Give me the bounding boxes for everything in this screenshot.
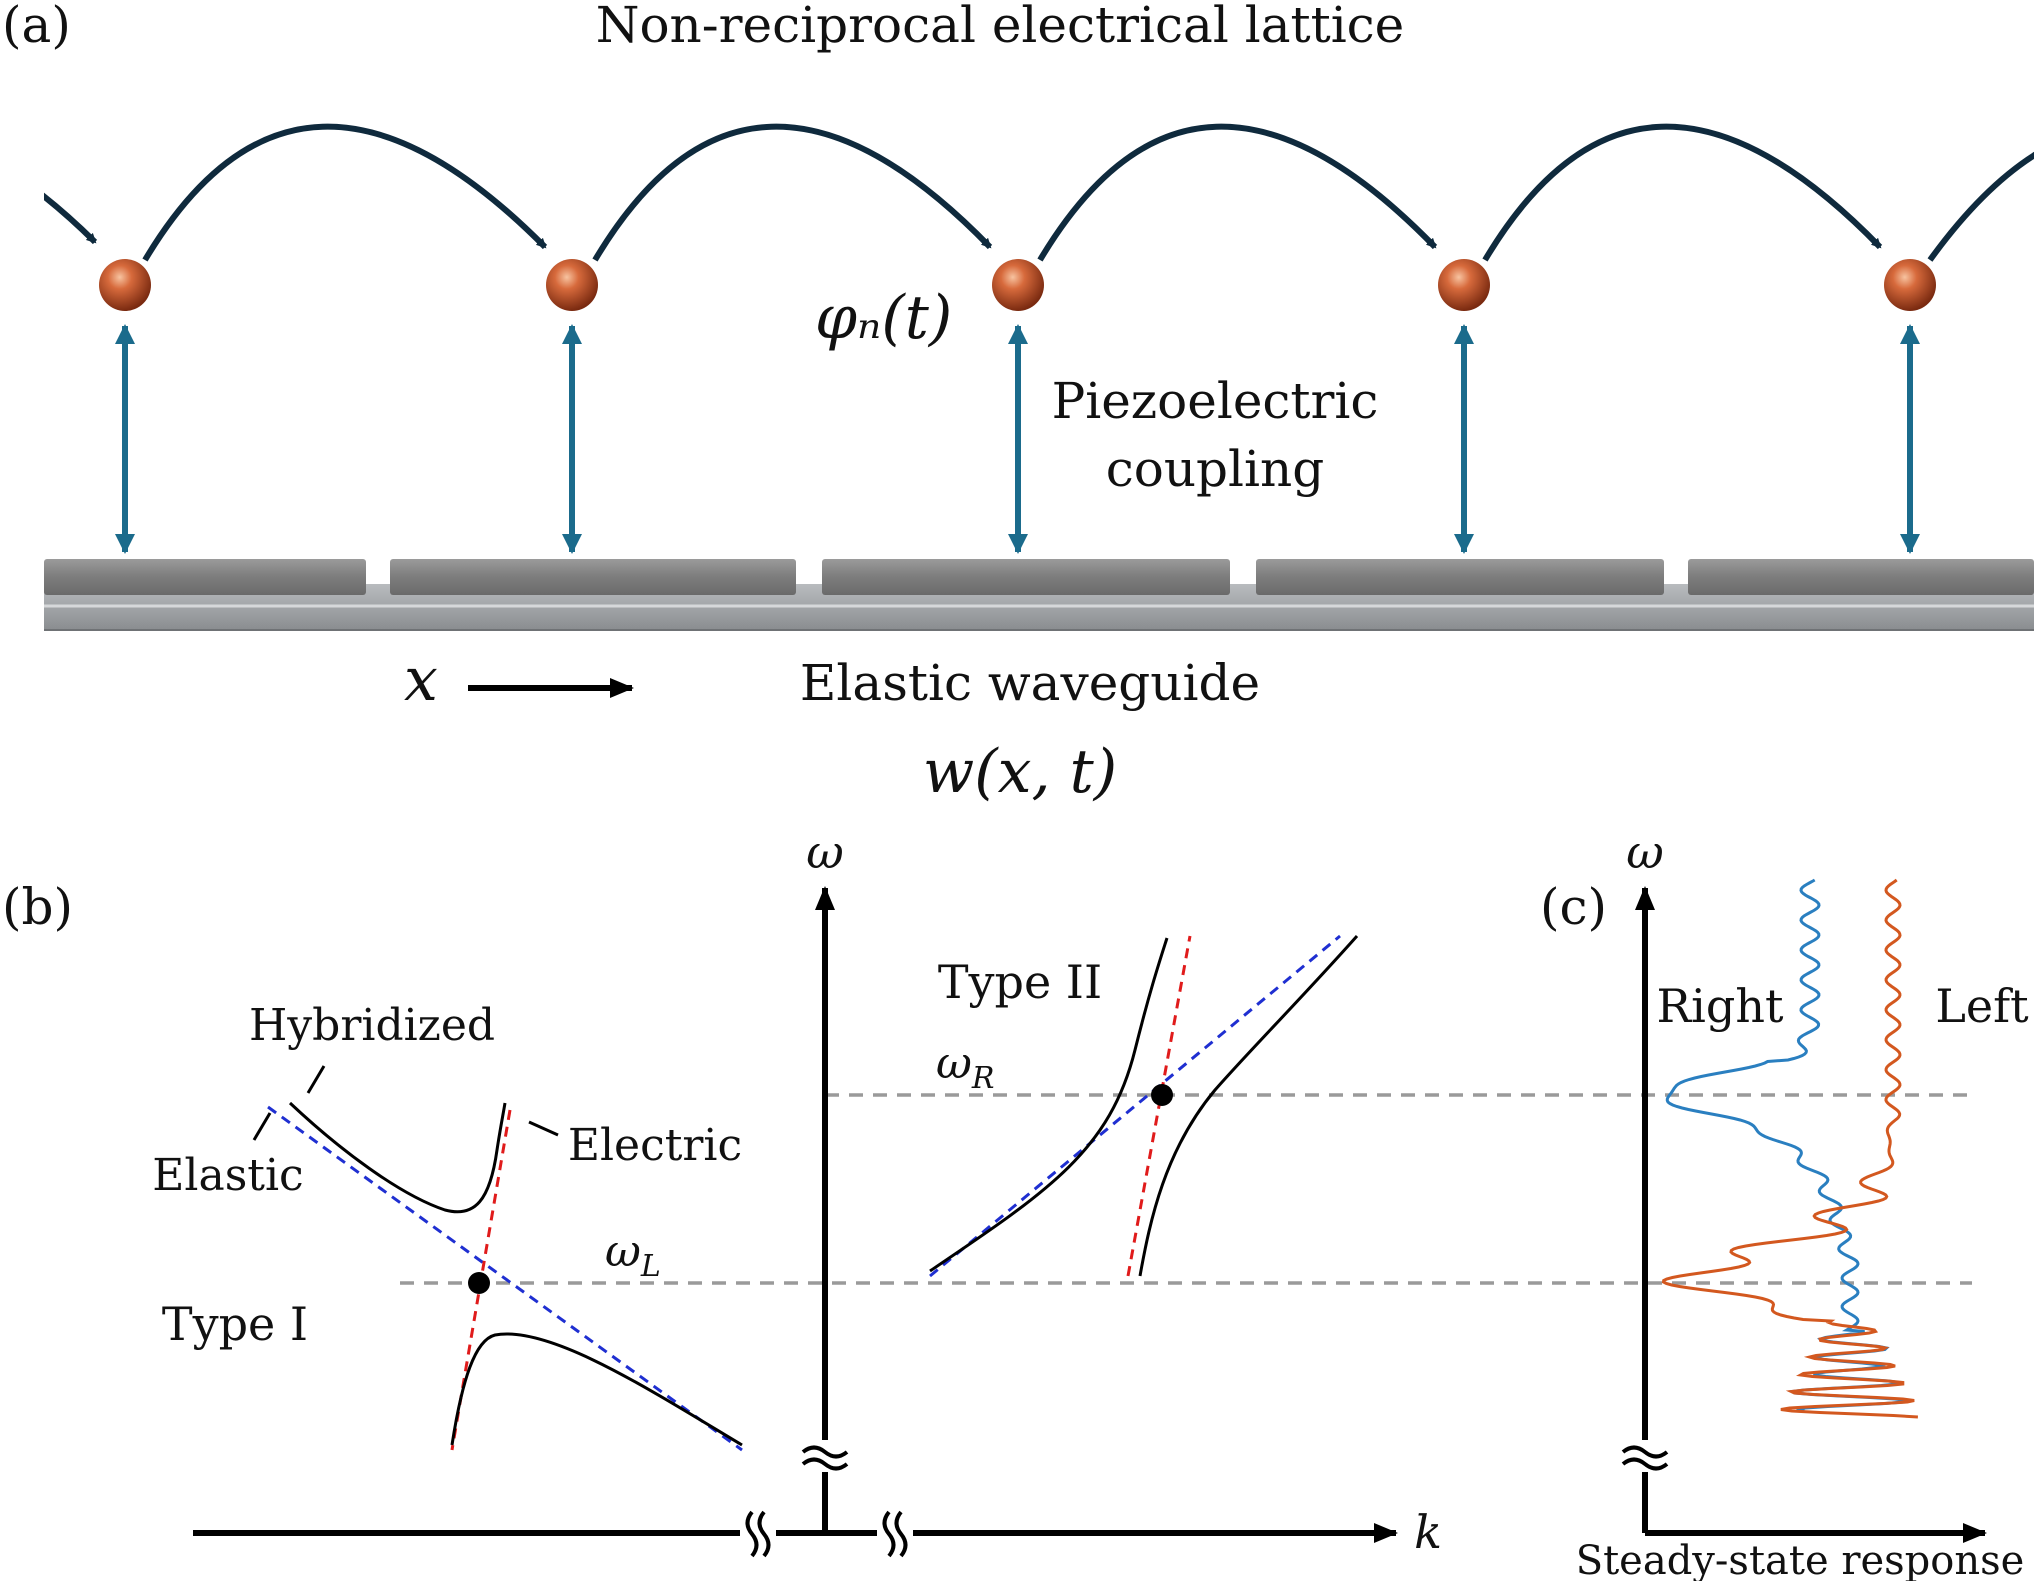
- type-one-crossing-point: [468, 1272, 490, 1294]
- elastic-leader: [252, 1112, 272, 1141]
- piezo-patch: [44, 559, 366, 595]
- panel-c-axis-break: [1620, 1440, 1670, 1472]
- lattice-nodes: [99, 259, 1936, 311]
- x-direction-label: x: [404, 645, 438, 715]
- lattice-node: [1884, 259, 1936, 311]
- left-response-label: Left: [1935, 979, 2029, 1033]
- hybrid-left-branch: [929, 937, 1169, 1273]
- potential-label: φₙ(t): [815, 283, 952, 353]
- omega-R-label: ωR: [936, 1038, 994, 1096]
- panel-b-axes: [193, 886, 1398, 1543]
- coupling-label-line1: Piezoelectric: [1052, 372, 1379, 430]
- panel-b-label: (b): [2, 878, 73, 936]
- hybrid-lower-branch: [450, 1332, 743, 1447]
- lattice-node: [992, 259, 1044, 311]
- elastic-waveguide: [44, 559, 2034, 631]
- piezo-patch: [822, 559, 1230, 595]
- type-one-diagram: [252, 1065, 743, 1452]
- hopping-arcs: [44, 123, 2034, 262]
- response-axis-label: Steady-state response: [1576, 1538, 2025, 1581]
- piezo-patch: [1688, 559, 2034, 595]
- panel-a-label: (a): [2, 0, 71, 54]
- hybridized-leader: [306, 1065, 326, 1094]
- reference-lines: [400, 1093, 1972, 1285]
- omega-L-label: ωL: [605, 1226, 661, 1284]
- piezo-patch: [390, 559, 796, 595]
- elastic-label: Elastic: [152, 1150, 303, 1201]
- electric-label: Electric: [568, 1120, 742, 1171]
- waveguide-label: Elastic waveguide: [800, 654, 1260, 712]
- lattice-title: Non-reciprocal electrical lattice: [596, 0, 1405, 54]
- type-two-diagram: [929, 934, 1359, 1278]
- displacement-label: w(x, t): [923, 737, 1117, 807]
- elastic-dashed-line: [929, 934, 1341, 1278]
- k-axis-label: k: [1414, 1505, 1442, 1559]
- hopping-arc: [44, 192, 98, 245]
- electric-leader: [528, 1120, 559, 1137]
- elastic-dashed-line: [267, 1105, 743, 1452]
- right-response-label: Right: [1657, 979, 1784, 1033]
- type-two-label: Type II: [938, 955, 1102, 1009]
- hybridized-label: Hybridized: [249, 1000, 495, 1051]
- hopping-arc: [142, 123, 548, 262]
- omega-axis-label: ω: [806, 825, 844, 879]
- coupling-arrows: [115, 324, 1920, 554]
- electric-dashed-line: [1126, 935, 1192, 1277]
- type-two-crossing-point: [1151, 1084, 1173, 1106]
- panel-c-axes: [1635, 886, 1987, 1543]
- panel-c-label: (c): [1540, 878, 1607, 936]
- hopping-arc: [592, 123, 993, 262]
- hopping-arc: [1482, 123, 1883, 262]
- hybrid-right-branch: [1138, 935, 1359, 1277]
- axis-breaks: [740, 1440, 913, 1558]
- left-response-curve: [1661, 878, 1918, 1419]
- hopping-arc: [1037, 123, 1438, 262]
- lattice-node: [1438, 259, 1490, 311]
- hybrid-upper-branch: [288, 1101, 507, 1214]
- lattice-node: [546, 259, 598, 311]
- panel-c-omega-label: ω: [1626, 825, 1664, 879]
- lattice-node: [99, 259, 151, 311]
- hopping-arc: [1927, 152, 2034, 262]
- piezo-patch: [1256, 559, 1664, 595]
- type-one-label: Type I: [162, 1297, 308, 1351]
- right-response-curve: [1665, 878, 1913, 1413]
- coupling-label-line2: coupling: [1106, 440, 1325, 498]
